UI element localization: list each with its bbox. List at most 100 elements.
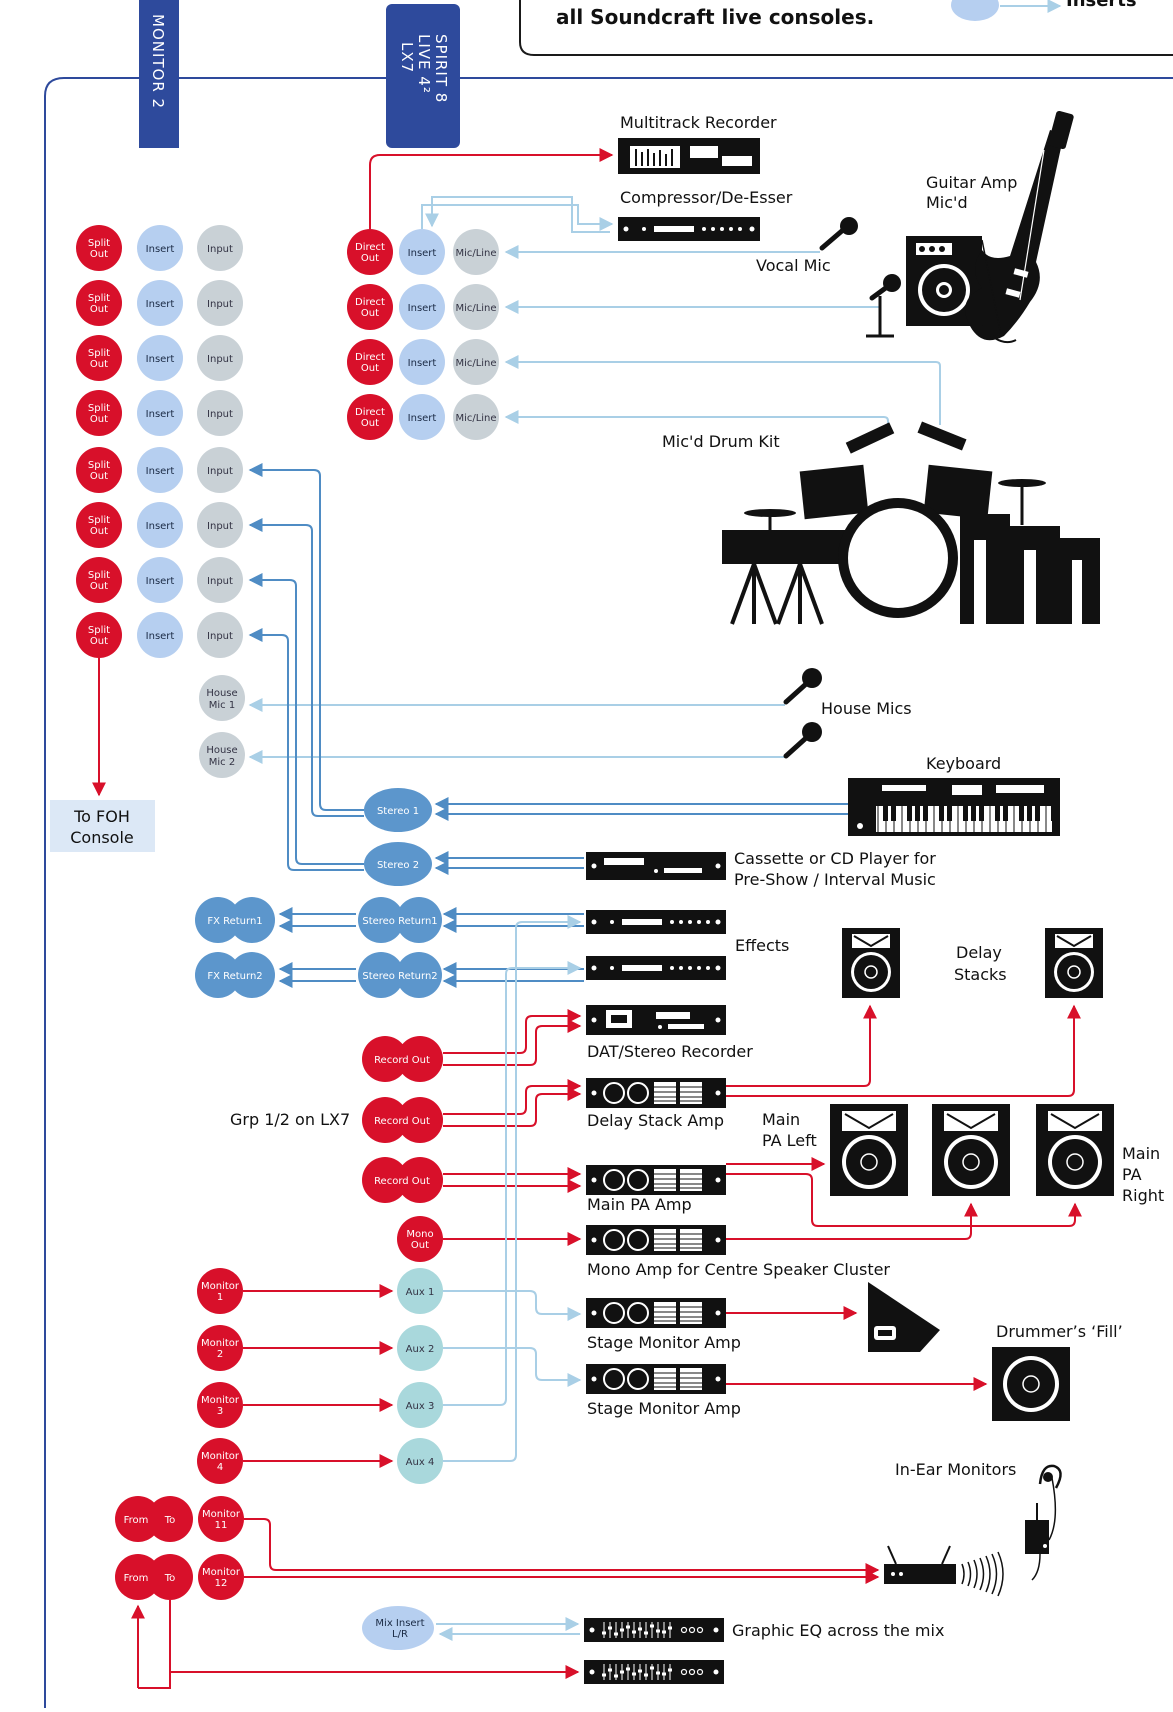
spirit-tab-line3: LX7 [398, 42, 416, 73]
grp-label: Grp 1/2 on LX7 [230, 1110, 350, 1129]
compressor-label: Compressor/De-Esser [620, 188, 793, 207]
direct-out-label-2: Out [361, 308, 379, 319]
monitor-11-label-1: Monitor [202, 1509, 241, 1520]
vocal-mic-label: Vocal Mic [756, 256, 831, 275]
input-label: Input [207, 244, 233, 255]
to-foh-label-1: To FOH [73, 807, 130, 826]
split-out-label-1: Split [88, 515, 110, 526]
house-mics-label: House Mics [821, 699, 912, 718]
delay-stacks-label-1: Delay [956, 943, 1002, 962]
monitor-send-nodes: Monitor 1 Monitor 2 Monitor 3 Monitor 4 [197, 1268, 243, 1484]
insert-node [137, 280, 183, 326]
input-label: Input [207, 409, 233, 420]
monitor-channel-row: Split Out Insert Input [76, 447, 243, 493]
mix-insert-label-1: Mix Insert [375, 1618, 424, 1629]
split-out-label-1: Split [88, 460, 110, 471]
house-mic-2-label-1: House [206, 745, 237, 756]
insert-label: Insert [146, 521, 175, 532]
house-mic-1-label-1: House [206, 688, 237, 699]
iem-transmitter-icon [884, 1545, 1004, 1597]
split-out-node [76, 280, 122, 326]
delay-amp-label: Delay Stack Amp [587, 1111, 724, 1130]
split-out-node [76, 390, 122, 436]
aux-label: Aux 3 [406, 1401, 435, 1412]
record-out-label: Record Out [374, 1055, 430, 1066]
in-ear-label: In-Ear Monitors [895, 1460, 1016, 1479]
insert-node [137, 612, 183, 658]
monitor-channel-row: Split Out Insert Input [76, 557, 243, 603]
monitor-channel-row: Split Out Insert Input [76, 280, 243, 326]
direct-channel-strips: Direct Out Insert Mic/Line Direct Out In… [347, 229, 499, 440]
insert-node [399, 339, 445, 385]
split-out-node [76, 225, 122, 271]
guitar-amp-label-1: Guitar Amp [926, 173, 1017, 192]
mic-line-node [453, 339, 499, 385]
monitor-send-node [197, 1325, 243, 1371]
main-pa-right-speaker [1036, 1104, 1114, 1196]
keyboard-keys [877, 806, 1056, 832]
split-out-label-1: Split [88, 293, 110, 304]
aux-node [397, 1438, 443, 1484]
drummer-fill-speaker [992, 1347, 1070, 1421]
insert-label: Insert [146, 466, 175, 477]
input-node [197, 612, 243, 658]
direct-out-node [347, 229, 393, 275]
house-mic-1-label-2: Mic 1 [209, 700, 235, 711]
stage-monitor-amp-1-label: Stage Monitor Amp [587, 1333, 741, 1352]
aux-node [397, 1382, 443, 1428]
split-out-label-1: Split [88, 348, 110, 359]
insert-send-wire [421, 204, 614, 231]
monitor-send-label-2: 3 [217, 1406, 223, 1417]
direct-out-label-2: Out [361, 418, 379, 429]
insert-node [137, 335, 183, 381]
direct-channel-row: Direct Out Insert Mic/Line [347, 284, 499, 330]
mono-amp-label: Mono Amp for Centre Speaker Cluster [587, 1260, 890, 1279]
fx-return-1-label: FX Return1 [207, 916, 262, 927]
mono-out-node: Mono Out [397, 1216, 443, 1262]
split-out-label-2: Out [90, 414, 108, 425]
drummer-fill-label: Drummer’s ‘Fill’ [996, 1322, 1123, 1341]
delay-stacks-label-2: Stacks [954, 965, 1007, 984]
aux-nodes: Aux 1 Aux 2 Aux 3 Aux 4 [397, 1268, 443, 1484]
stereo-return-1-label: Stereo Return1 [362, 916, 437, 927]
record-out-label: Record Out [374, 1116, 430, 1127]
monitor-send-label-1: Monitor [201, 1451, 240, 1462]
house-mic-2-node [199, 732, 245, 778]
split-out-label-1: Split [88, 625, 110, 636]
input-node [197, 280, 243, 326]
insert-node [137, 225, 183, 271]
stereo-return-2-node: Stereo Return2 [358, 952, 442, 998]
input-label: Input [207, 576, 233, 587]
aux-label: Aux 2 [406, 1344, 435, 1355]
stage-wedge-monitor-icon [868, 1282, 940, 1352]
stage-monitor-amp-2-device [586, 1364, 726, 1394]
graphic-eq-2-device [584, 1660, 724, 1684]
graphic-eq-1-sliders [602, 1622, 672, 1638]
direct-out-label-1: Direct [355, 407, 385, 418]
split-out-label-2: Out [90, 359, 108, 370]
house-mic-1-node [199, 675, 245, 721]
monitor-11-node: Monitor 11 [198, 1496, 244, 1542]
input-node [197, 447, 243, 493]
insert-node [399, 394, 445, 440]
insert-return-wire [425, 196, 610, 233]
fx-return-1-node: FX Return1 [195, 897, 275, 943]
record-out-node: Record Out [362, 1036, 443, 1082]
input-node [197, 335, 243, 381]
split-out-label-2: Out [90, 249, 108, 260]
monitor-send-label-2: 4 [217, 1462, 223, 1473]
mic-line-node [453, 284, 499, 330]
direct-channel-row: Direct Out Insert Mic/Line [347, 229, 499, 275]
direct-out-label-1: Direct [355, 242, 385, 253]
fx-return-2-node: FX Return2 [195, 952, 275, 998]
guitar-amp-mic-icon [866, 274, 901, 338]
house-mic-1-icon [783, 668, 822, 705]
input-label: Input [207, 521, 233, 532]
monitor-12-label-1: Monitor [202, 1567, 241, 1578]
insert-label: Insert [408, 248, 437, 259]
to-foh-box [50, 800, 155, 852]
main-pa-centre-speaker [932, 1104, 1010, 1196]
legend-inserts-label: Inserts [1066, 0, 1137, 11]
delay-stack-right-speaker [1045, 928, 1103, 998]
guitar-amp-icon [906, 236, 982, 326]
